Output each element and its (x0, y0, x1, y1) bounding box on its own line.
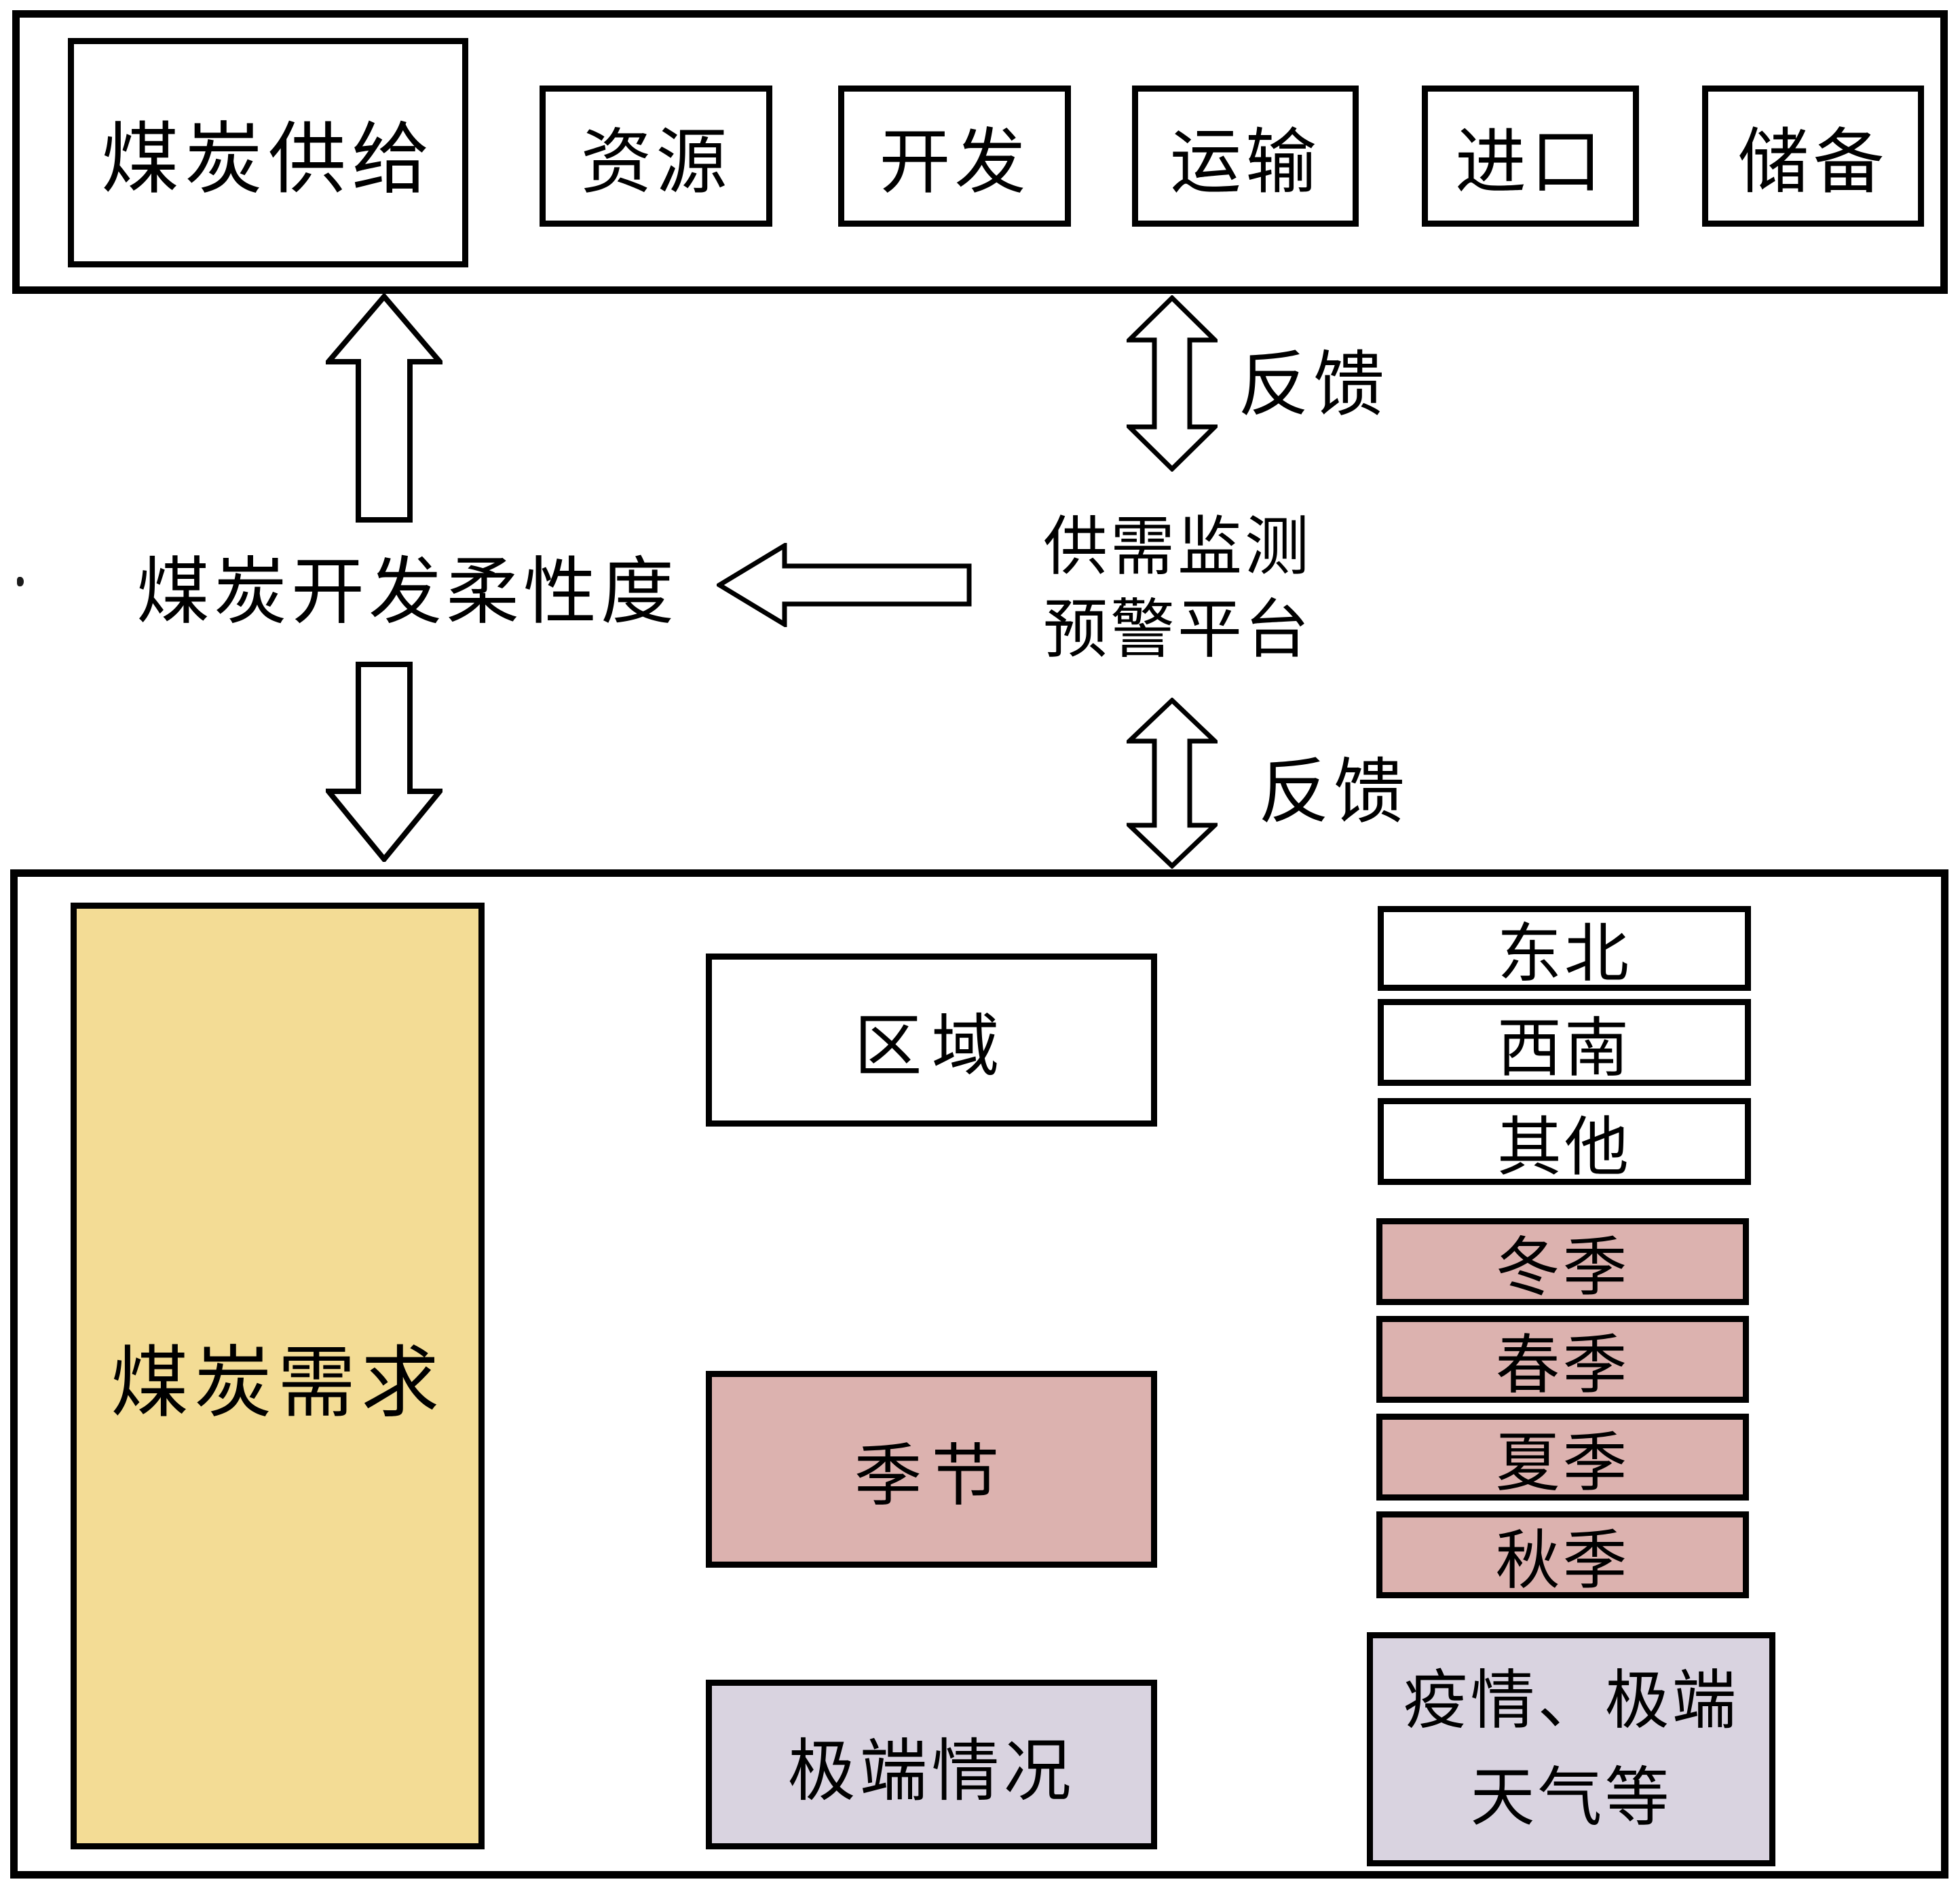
region-category-label: 区域 (854, 1009, 1009, 1085)
feedback-double-arrow-top (1127, 295, 1218, 472)
extreme-detail-line1: 疫情、极端 (1403, 1665, 1739, 1737)
season-item-label: 冬季 (1495, 1231, 1630, 1304)
flexibility-to-supply-up-arrow (326, 294, 442, 523)
region-southwest-box: 西南 (1378, 999, 1751, 1086)
supply-factor-label: 进口 (1454, 123, 1606, 202)
extreme-detail-box: 疫情、极端 天气等 (1367, 1632, 1775, 1866)
coal-flexibility-label: 煤炭开发柔性度 (136, 552, 678, 633)
feedback-bottom-label: 反馈 (1258, 752, 1409, 832)
coal-demand-box: 煤炭需求 (71, 903, 485, 1849)
supply-section-box (12, 10, 1948, 294)
season-spring-box: 春季 (1376, 1316, 1749, 1403)
coal-demand-label: 煤炭需求 (110, 1340, 445, 1427)
down-arrow-shape (326, 662, 442, 862)
supply-factor-label: 开发 (879, 123, 1030, 202)
double-arrow-shape (1127, 698, 1218, 869)
up-arrow-shape (326, 294, 442, 523)
season-category-box: 季节 (706, 1371, 1157, 1568)
season-item-label: 秋季 (1495, 1524, 1630, 1597)
feedback-double-arrow-bottom (1127, 698, 1218, 869)
platform-line2: 预警平台 (1042, 593, 1312, 666)
left-arrow-shape (717, 543, 972, 627)
stray-mark (17, 577, 24, 586)
supply-factor-label: 资源 (580, 123, 732, 202)
supply-factor-transport-box: 运输 (1132, 86, 1359, 227)
supply-factor-reserve-box: 储备 (1702, 86, 1924, 227)
supply-factor-import-box: 进口 (1422, 86, 1639, 227)
double-arrow-shape (1127, 295, 1218, 472)
supply-factor-development-box: 开发 (838, 86, 1071, 227)
region-other-box: 其他 (1378, 1098, 1751, 1185)
season-category-label: 季节 (854, 1438, 1009, 1514)
supply-factor-resources-box: 资源 (540, 86, 772, 227)
platform-to-flexibility-left-arrow (717, 543, 972, 627)
feedback-top-label: 反馈 (1237, 345, 1389, 425)
supply-factor-label: 储备 (1737, 123, 1889, 202)
demand-section-box (10, 869, 1948, 1879)
season-autumn-box: 秋季 (1376, 1511, 1749, 1598)
region-northeast-box: 东北 (1378, 906, 1751, 991)
monitoring-platform-label: 供需监测 预警平台 (970, 502, 1384, 675)
season-winter-box: 冬季 (1376, 1218, 1749, 1305)
extreme-category-box: 极端情况 (706, 1680, 1157, 1849)
platform-line1: 供需监测 (1042, 510, 1312, 583)
coal-supply-box: 煤炭供给 (68, 38, 468, 267)
region-item-label: 其他 (1496, 1111, 1632, 1184)
region-item-label: 西南 (1496, 1012, 1632, 1085)
extreme-category-label: 极端情况 (787, 1733, 1076, 1809)
supply-factor-label: 运输 (1169, 123, 1321, 202)
region-item-label: 东北 (1496, 918, 1632, 990)
season-item-label: 夏季 (1495, 1427, 1630, 1499)
flexibility-to-demand-down-arrow (326, 662, 442, 862)
coal-supply-label: 煤炭供给 (100, 117, 435, 203)
season-summer-box: 夏季 (1376, 1414, 1749, 1501)
region-category-box: 区域 (706, 954, 1157, 1127)
extreme-detail-line2: 天气等 (1470, 1761, 1672, 1834)
season-item-label: 春季 (1495, 1329, 1630, 1401)
